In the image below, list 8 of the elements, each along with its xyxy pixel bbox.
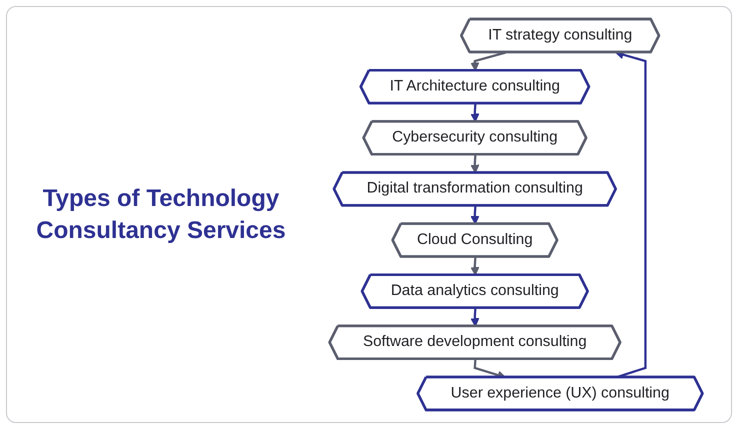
card-panel: Types of Technology Consultancy Services IT strategy consulting IT Architecture consulting Cybersecurity consulting Digital transformation consulting Cloud Consulting Data analytics consulting Software development consulting User experience (UX) consulting: [6, 6, 732, 423]
diagram-title: Types of Technology Consultancy Services: [35, 184, 287, 246]
arrow: [470, 51, 506, 72]
arrow: [470, 308, 480, 327]
arrow: [470, 206, 480, 225]
arrow: [470, 154, 480, 174]
arrow: [470, 256, 480, 276]
arrow: [470, 104, 480, 122]
